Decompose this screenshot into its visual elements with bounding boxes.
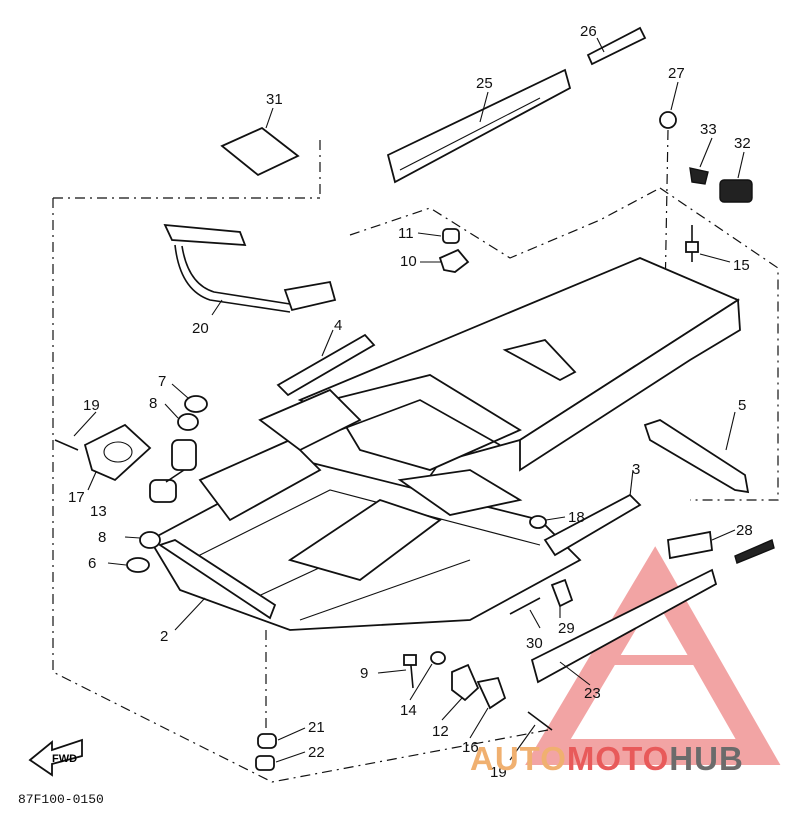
- callout-26: 26: [580, 23, 597, 40]
- grommet-8a: [177, 413, 199, 431]
- callout-7: 7: [158, 373, 166, 390]
- callout-29: 29: [558, 620, 575, 637]
- callout-6: 6: [88, 555, 96, 572]
- sticker-26: [586, 26, 647, 66]
- callout-22: 22: [308, 744, 325, 761]
- callout-32: 32: [734, 135, 751, 152]
- callout-4: 4: [334, 317, 342, 334]
- reflector-32: [719, 179, 753, 203]
- callout-31: 31: [266, 91, 283, 108]
- bolt-19b: [527, 711, 553, 731]
- callout-15: 15: [733, 257, 750, 274]
- steering-post: [149, 439, 197, 503]
- callout-21: 21: [308, 719, 325, 736]
- callout-33: 33: [700, 121, 717, 138]
- callout-8-lower: 8: [98, 529, 106, 546]
- callout-28: 28: [736, 522, 753, 539]
- skid-2: [157, 539, 277, 620]
- callout-5: 5: [738, 397, 746, 414]
- rail-5: [643, 419, 750, 494]
- rail-3: [543, 493, 642, 557]
- main-frame: [148, 257, 741, 631]
- fwd-arrow-icon: FWD: [28, 738, 83, 777]
- clamp-29: [550, 578, 574, 608]
- plate-28-strip: [734, 539, 775, 564]
- front-bumper-20: [163, 223, 337, 313]
- nut-22: [255, 755, 275, 771]
- label-plate-31: [220, 126, 300, 177]
- rail-4: [276, 333, 376, 397]
- callout-14: 14: [400, 702, 417, 719]
- strip-23: [530, 568, 718, 684]
- watermark-text: AUTOMOTOHUB: [470, 740, 744, 778]
- grommet-6: [126, 557, 150, 573]
- clip-33: [689, 167, 709, 185]
- grommet-7: [184, 395, 208, 413]
- callout-19-upper: 19: [83, 397, 100, 414]
- plate-12: [451, 663, 480, 702]
- decal-25: [386, 68, 572, 184]
- top-cover-boundary: [349, 187, 661, 259]
- callout-11: 11: [398, 225, 414, 242]
- callout-9: 9: [360, 665, 368, 682]
- watermark-triangle-logo: [525, 546, 781, 765]
- engine-mount-17: [83, 423, 152, 482]
- callout-25: 25: [476, 75, 493, 92]
- callout-18: 18: [568, 509, 585, 526]
- fwd-label: FWD: [52, 753, 77, 765]
- nut-21: [257, 733, 277, 749]
- nut-11: [442, 228, 460, 244]
- watermark-auto: AUTO: [470, 740, 567, 777]
- callout-16: 16: [462, 739, 479, 756]
- watermark-hub: HUB: [669, 740, 744, 777]
- bolt-19a: [54, 439, 79, 451]
- callout-20: 20: [192, 320, 209, 337]
- plate-28: [667, 530, 713, 560]
- callout-2: 2: [160, 628, 168, 645]
- callout-27: 27: [668, 65, 685, 82]
- callout-13: 13: [90, 503, 107, 520]
- screw-30: [509, 597, 541, 615]
- washer-14: [430, 651, 446, 665]
- callout-17: 17: [68, 489, 85, 506]
- plug-18: [529, 515, 547, 529]
- grommet-8b: [139, 531, 161, 549]
- bolt-15: [685, 225, 699, 262]
- leader-lines: [73, 37, 745, 763]
- bolt-9: [403, 654, 417, 689]
- callout-12: 12: [432, 723, 449, 740]
- callout-23: 23: [584, 685, 601, 702]
- plate-16: [476, 676, 507, 710]
- callout-19-lower: 19: [490, 764, 507, 781]
- bracket-10: [438, 248, 470, 273]
- callout-labels: 26 27 25 31 33 32 11 10 15 20 4 7 19 8 5…: [68, 23, 753, 781]
- decal-25-stripe: [399, 97, 541, 171]
- watermark-moto: MOTO: [566, 740, 670, 777]
- callout-10: 10: [400, 253, 417, 270]
- callout-8-upper: 8: [149, 395, 157, 412]
- callout-3: 3: [632, 461, 640, 478]
- callout-30: 30: [526, 635, 543, 652]
- drawing-code: 87F100-0150: [18, 792, 104, 807]
- assembly-boundary: [52, 140, 779, 783]
